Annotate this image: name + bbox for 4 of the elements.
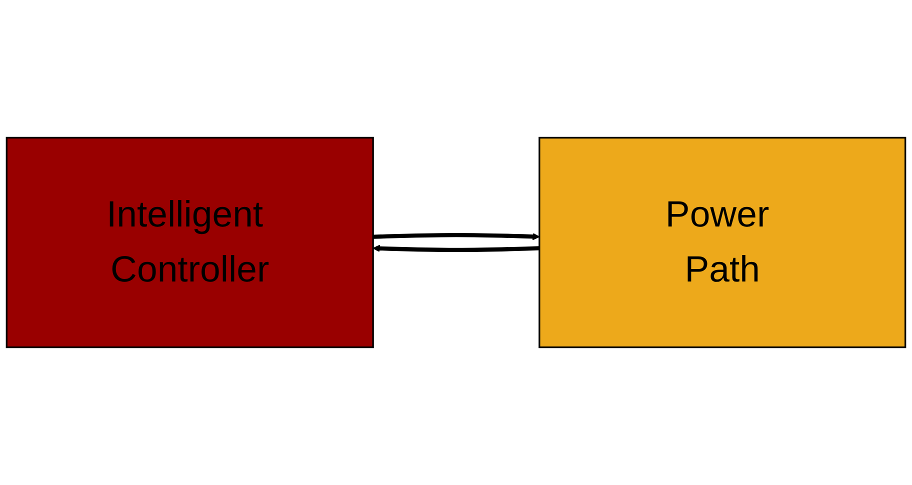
arrow	[372, 244, 540, 252]
node-box: Power Path	[538, 136, 906, 348]
arrow	[373, 232, 540, 240]
node-box: Intelligent Controller	[6, 136, 374, 348]
